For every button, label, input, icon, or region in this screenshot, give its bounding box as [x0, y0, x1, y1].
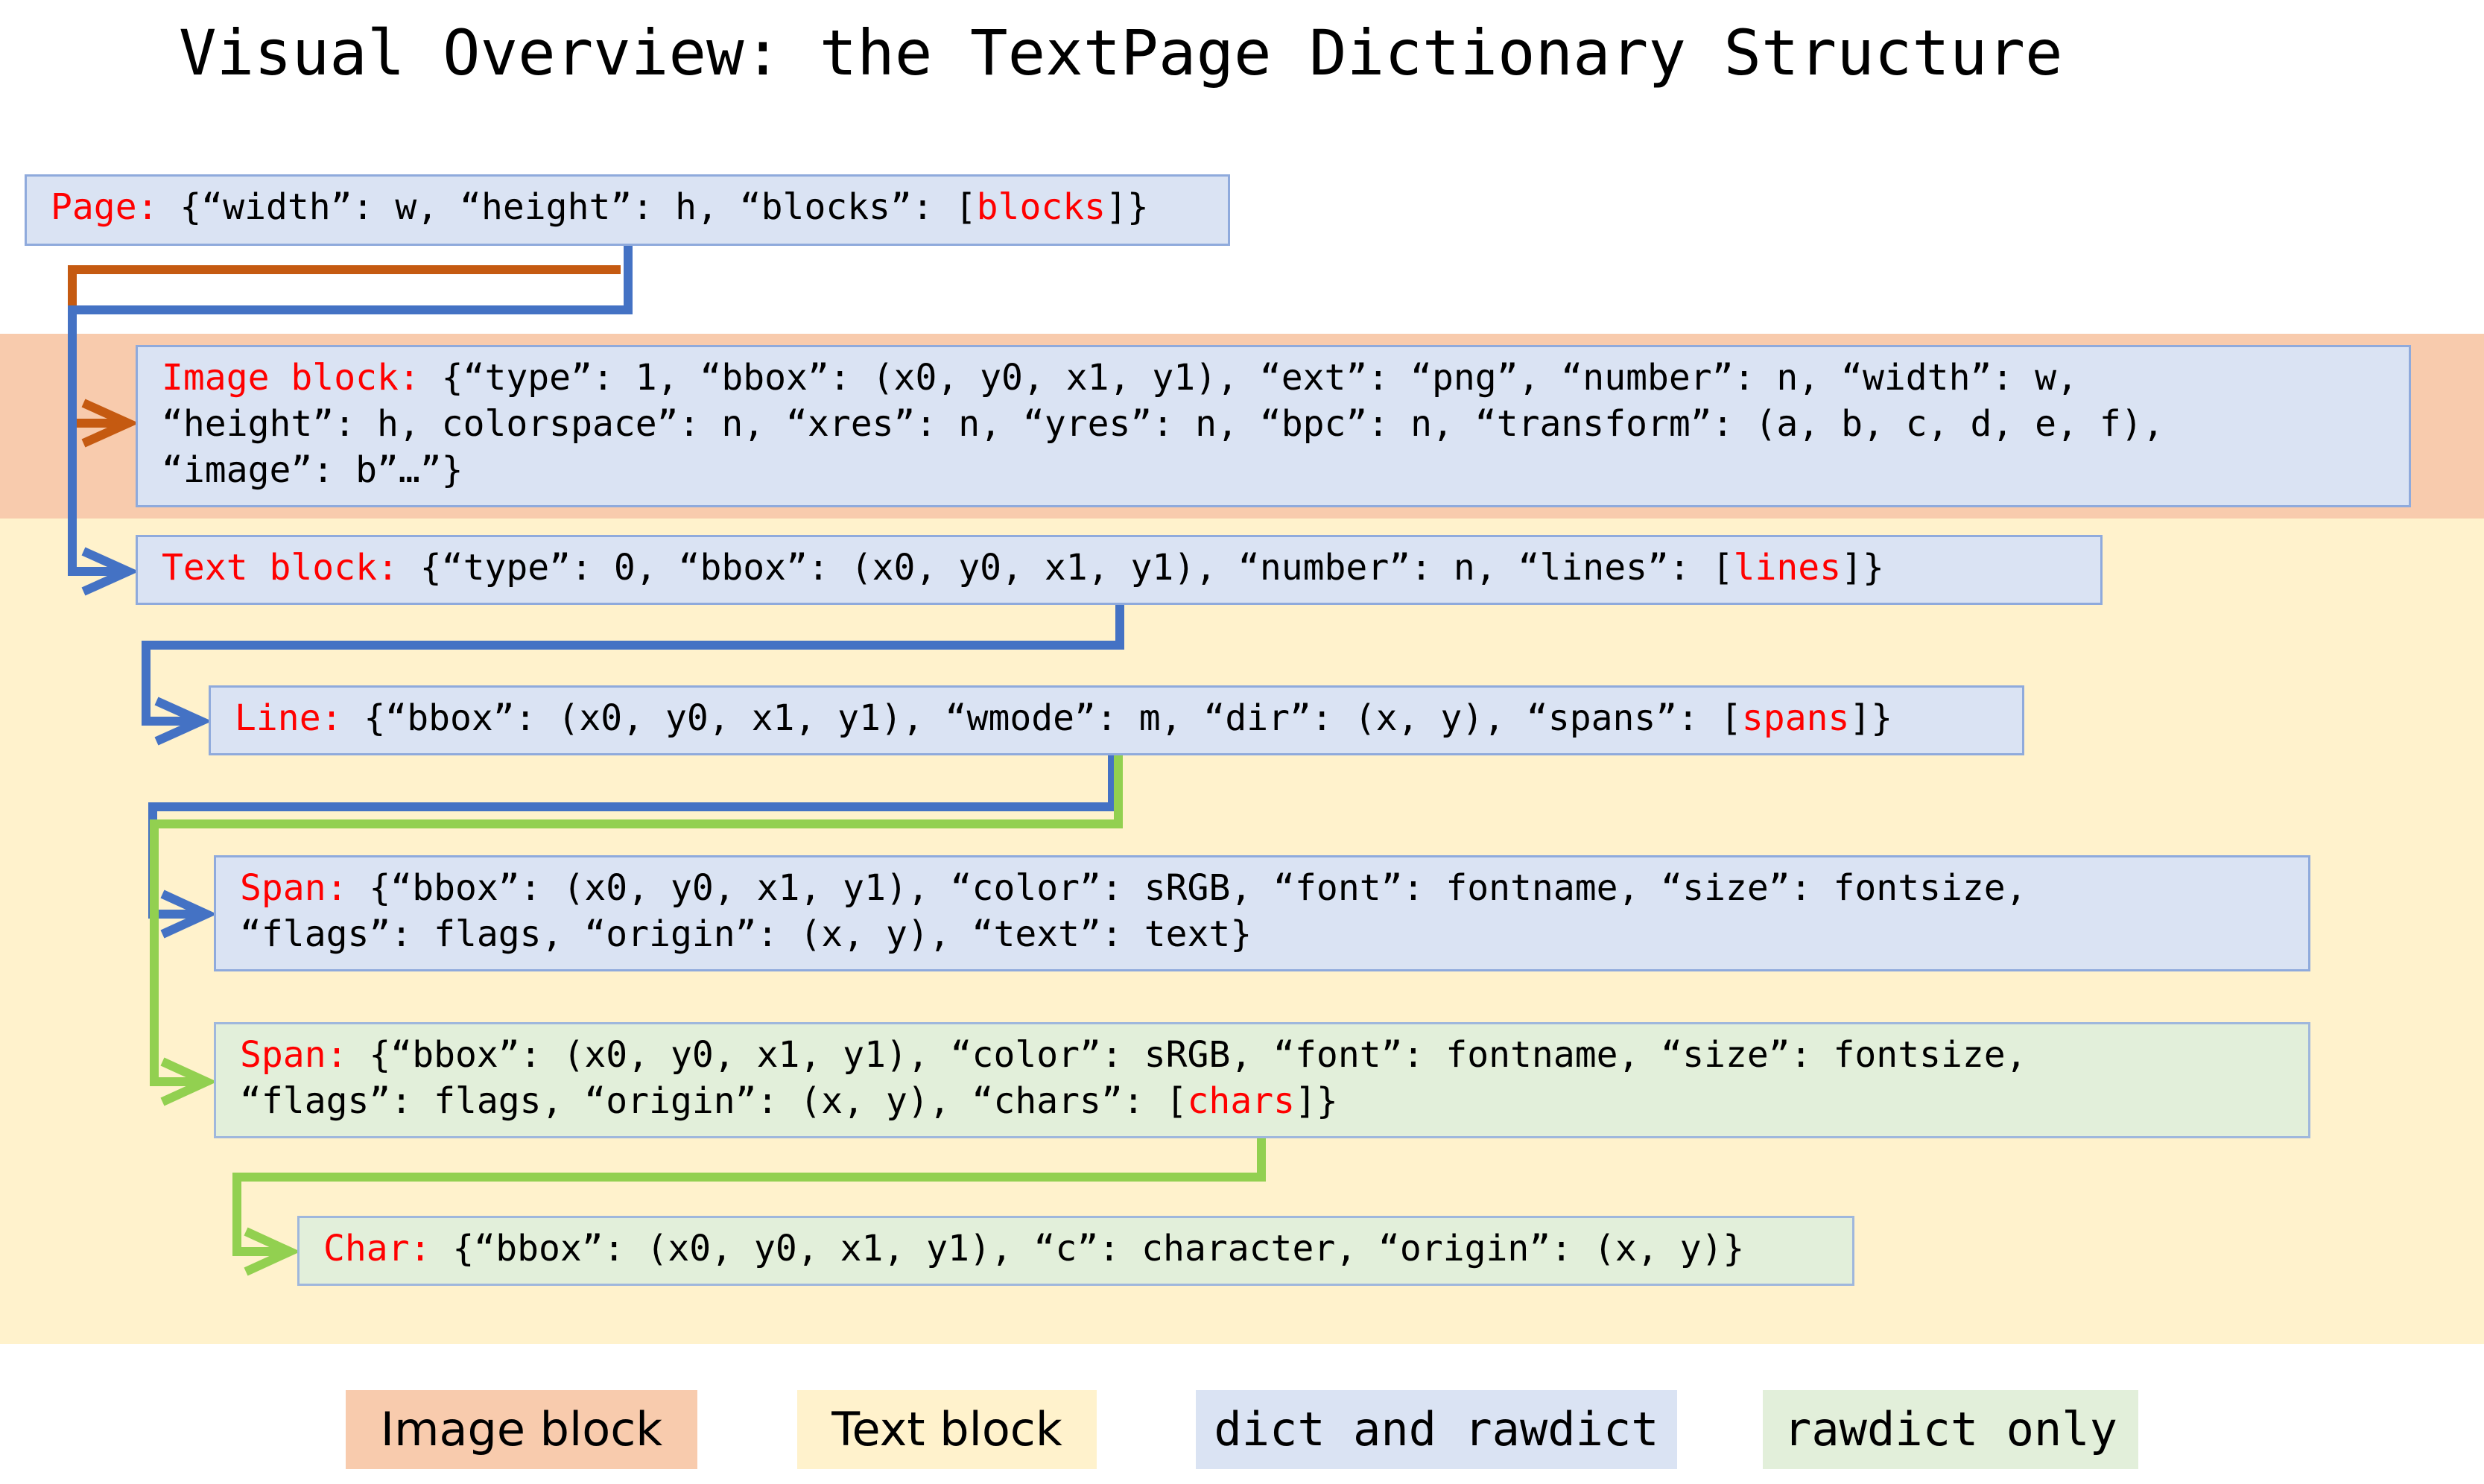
span-dict-arrowhead — [160, 890, 218, 939]
text-block-fields: {“type”: 0, “bbox”: (x0, y0, x1, y1), “n… — [398, 547, 1734, 589]
image-block-line-1: {“type”: 1, “bbox”: (x0, y0, x1, y1), “e… — [419, 357, 2078, 399]
spans-ref: spans — [1741, 697, 1850, 739]
page-fields: {“width”: w, “height”: h, “blocks”: [ — [158, 186, 977, 228]
span-rawdict-line-2: “flags”: flags, “origin”: (x, y), “chars… — [240, 1080, 1188, 1122]
page-box: Page: {“width”: w, “height”: h, “blocks”… — [25, 174, 1230, 246]
text-to-line-connector — [142, 605, 1124, 726]
image-block-arrowhead — [81, 399, 139, 448]
line-fields: {“bbox”: (x0, y0, x1, y1), “wmode”: m, “… — [342, 697, 1742, 739]
text-block-box: Text block: {“type”: 0, “bbox”: (x0, y0,… — [136, 535, 2103, 605]
line-arrowhead — [154, 697, 212, 746]
blocks-ref: blocks — [976, 186, 1106, 228]
text-block-fields-end: ]} — [1841, 547, 1884, 589]
line-to-span-rawdict-connector — [150, 755, 1123, 1086]
char-arrowhead — [244, 1227, 301, 1276]
char-box: Char: {“bbox”: (x0, y0, x1, y1), “c”: ch… — [297, 1216, 1854, 1286]
line-to-span-dict-connector — [148, 755, 1117, 919]
span-rawdict-label: Span: — [240, 1034, 348, 1076]
legend-text-block: Text block — [797, 1390, 1097, 1469]
span-rawdict-arrowhead — [160, 1057, 218, 1106]
line-fields-end: ]} — [1849, 697, 1893, 739]
chars-ref: chars — [1187, 1080, 1296, 1122]
image-block-box: Image block: {“type”: 1, “bbox”: (x0, y0… — [136, 345, 2411, 507]
span-dict-line-1: {“bbox”: (x0, y0, x1, y1), “color”: sRGB… — [347, 867, 2027, 909]
lines-ref: lines — [1733, 547, 1842, 589]
legend-rawdict-only: rawdict only — [1763, 1390, 2138, 1469]
span-dict-label: Span: — [240, 867, 348, 909]
legend-dict-and-rawdict: dict and rawdict — [1196, 1390, 1677, 1469]
line-label: Line: — [235, 697, 343, 739]
span-to-char-connector — [232, 1138, 1266, 1256]
text-block-label: Text block: — [162, 547, 399, 589]
line-box: Line: {“bbox”: (x0, y0, x1, y1), “wmode”… — [209, 685, 2024, 755]
span-rawdict-line-1: {“bbox”: (x0, y0, x1, y1), “color”: sRGB… — [347, 1034, 2027, 1076]
legend-image-block: Image block — [346, 1390, 697, 1469]
page-label: Page: — [51, 186, 159, 228]
char-fields: {“bbox”: (x0, y0, x1, y1), “c”: characte… — [431, 1228, 1745, 1269]
diagram-title: Visual Overview: the TextPage Dictionary… — [179, 16, 2063, 89]
span-dict-line-2: “flags”: flags, “origin”: (x, y), “text”… — [240, 913, 1252, 955]
span-rawdict-box: Span: {“bbox”: (x0, y0, x1, y1), “color”… — [214, 1022, 2310, 1138]
page-fields-end: ]} — [1106, 186, 1149, 228]
span-dict-box: Span: {“bbox”: (x0, y0, x1, y1), “color”… — [214, 855, 2310, 971]
page-to-text-connector — [68, 246, 633, 576]
span-rawdict-line-2-end: ]} — [1295, 1080, 1338, 1122]
image-block-line-3: “image”: b”…”} — [162, 449, 463, 491]
image-block-label: Image block: — [162, 357, 420, 399]
text-block-arrowhead — [81, 547, 139, 596]
image-block-line-2: “height”: h, colorspace”: n, “xres”: n, … — [162, 403, 2164, 445]
char-label: Char: — [323, 1228, 431, 1269]
